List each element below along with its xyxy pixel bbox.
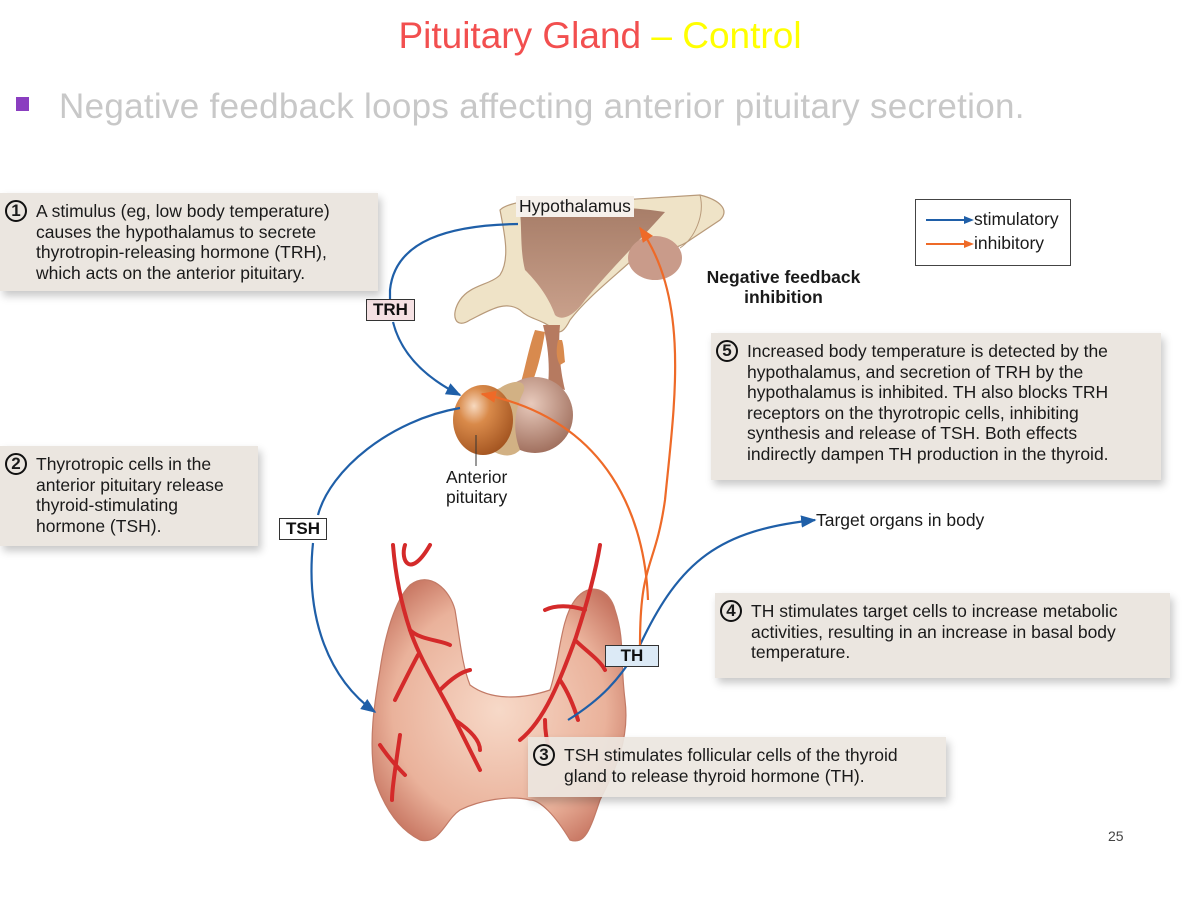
step-2-text: Thyrotropic cells in the anterior pituit…: [36, 454, 224, 536]
trh-arrow-lower: [391, 321, 462, 396]
step-5-number-icon: 5: [716, 340, 738, 362]
step-3-number-icon: 3: [533, 744, 555, 766]
inhibitory-arrows: [480, 226, 677, 646]
legend-item-stimulatory: stimulatory: [924, 209, 1059, 230]
stimulatory-arrow-icon: [926, 215, 974, 224]
slide-title: Pituitary Gland – Control: [0, 14, 1200, 58]
step-1-number-icon: 1: [5, 200, 27, 222]
step-2-box: 2 Thyrotropic cells in the anterior pitu…: [0, 446, 258, 546]
step-3-box: 3 TSH stimulates follicular cells of the…: [528, 737, 946, 797]
step-5-box: 5 Increased body temperature is detected…: [711, 333, 1161, 480]
legend-item-inhibitory: inhibitory: [924, 233, 1044, 254]
hypothalamus-label: Hypothalamus: [516, 196, 634, 217]
anterior-pituitary-label-line1: Anterior: [446, 467, 508, 487]
stimulatory-arrows: [310, 222, 817, 721]
feedback-to-pituitary-arrow: [480, 390, 650, 601]
step-1-text: A stimulus (eg, low body temperature) ca…: [36, 201, 330, 283]
feedback-to-hypothalamus-arrow: [638, 226, 677, 646]
page-number: 25: [1108, 828, 1124, 844]
step-2-number-icon: 2: [5, 453, 27, 475]
legend: stimulatory inhibitory: [915, 199, 1071, 266]
title-sub: – Control: [651, 15, 802, 56]
anterior-pituitary-label: Anterior pituitary: [446, 467, 507, 507]
bullet-point: Negative feedback loops affecting anteri…: [16, 84, 1025, 130]
tsh-arrow-upper: [316, 406, 461, 516]
legend-label-inhibitory: inhibitory: [974, 233, 1045, 253]
negative-feedback-line2: inhibition: [744, 287, 823, 307]
th-tag: TH: [605, 645, 659, 667]
negative-feedback-line1: Negative feedback: [706, 267, 861, 287]
step-3-text: TSH stimulates follicular cells of the t…: [564, 745, 898, 786]
step-4-box: 4 TH stimulates target cells to increase…: [715, 593, 1170, 678]
hypothalamus-illustration: [454, 194, 725, 333]
tsh-tag: TSH: [279, 518, 327, 540]
trh-arrow-upper: [388, 222, 519, 300]
inhibitory-arrow-icon: [926, 239, 974, 248]
tsh-arrow-lower: [310, 542, 377, 713]
th-to-target-arrow: [567, 515, 817, 721]
step-4-text: TH stimulates target cells to increase m…: [751, 601, 1118, 662]
legend-label-stimulatory: stimulatory: [974, 209, 1059, 229]
bullet-text: Negative feedback loops affecting anteri…: [59, 87, 1025, 126]
step-4-number-icon: 4: [720, 600, 742, 622]
title-main: Pituitary Gland: [398, 15, 642, 56]
negative-feedback-label: Negative feedback inhibition: [696, 267, 871, 307]
step-1-box: 1 A stimulus (eg, low body temperature) …: [0, 193, 378, 291]
anterior-pituitary-label-line2: pituitary: [446, 487, 508, 507]
step-5-text: Increased body temperature is detected b…: [747, 341, 1109, 464]
bullet-square-icon: [16, 97, 29, 111]
trh-tag: TRH: [366, 299, 415, 321]
target-organs-label: Target organs in body: [816, 510, 985, 530]
pituitary-illustration: [453, 325, 573, 456]
